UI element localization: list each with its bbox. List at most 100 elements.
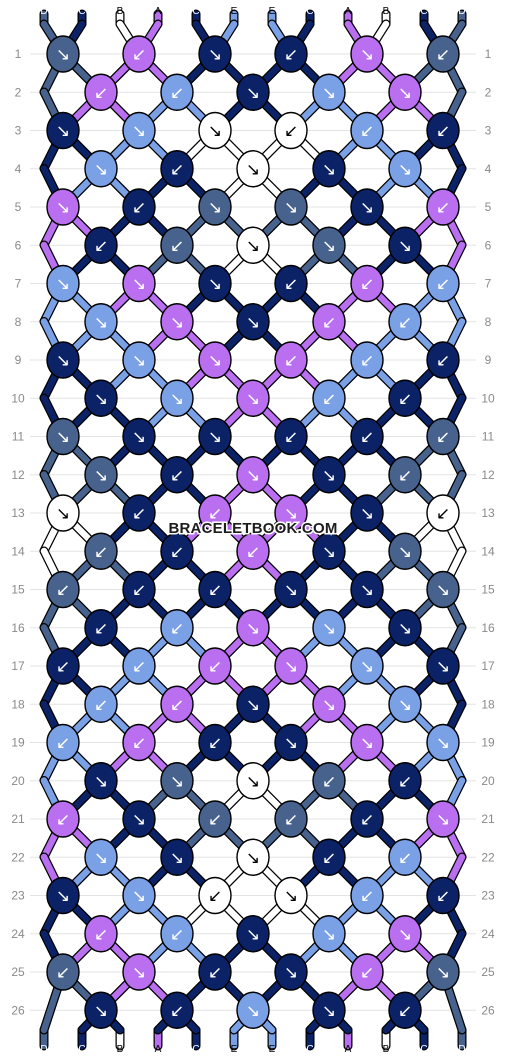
knot-oval xyxy=(198,341,232,379)
knot: ↙ xyxy=(350,800,384,838)
knot: ↘ xyxy=(350,35,384,73)
row-number-left: 9 xyxy=(15,353,22,367)
knot: ↘ xyxy=(236,456,270,494)
knot: ↘ xyxy=(122,417,156,456)
knot-oval xyxy=(236,226,270,264)
knot-direction-arrow: ↘ xyxy=(284,657,298,677)
knot-oval xyxy=(236,150,270,188)
knot-direction-arrow: ↙ xyxy=(56,963,70,983)
knot: ↙ xyxy=(350,876,384,915)
knot: ↘ xyxy=(46,341,80,379)
knot: ↙ xyxy=(46,570,80,609)
knot: ↙ xyxy=(388,762,422,800)
knot: ↙ xyxy=(122,188,156,226)
knot-oval xyxy=(388,303,422,341)
knot-oval xyxy=(426,264,460,303)
knot-direction-arrow: ↙ xyxy=(322,389,336,409)
knot-direction-arrow: ↘ xyxy=(208,428,222,448)
knot-direction-arrow: ↙ xyxy=(94,236,108,256)
knot-oval xyxy=(122,570,156,609)
knot-oval xyxy=(312,685,346,723)
knot: ↙ xyxy=(46,800,80,838)
knot-direction-arrow: ↙ xyxy=(56,581,70,601)
knot: ↙ xyxy=(84,609,118,647)
knot: ↙ xyxy=(122,723,156,762)
knot: ↙ xyxy=(84,915,118,953)
knot-direction-arrow: ↘ xyxy=(56,122,70,142)
knot: ↘ xyxy=(350,570,384,609)
knot: ↙ xyxy=(122,570,156,609)
knot: ↘ xyxy=(236,762,270,800)
bottom-strand-label: C xyxy=(192,1044,199,1055)
row-number-right: 20 xyxy=(481,774,495,788)
knot-direction-arrow: ↘ xyxy=(170,313,184,333)
knot-oval xyxy=(388,762,422,800)
knot-oval xyxy=(312,838,346,876)
knot: ↙ xyxy=(274,35,308,73)
knot: ↙ xyxy=(426,494,460,532)
knot-oval xyxy=(312,532,346,570)
knot-direction-arrow: ↘ xyxy=(246,83,260,103)
knot: ↙ xyxy=(274,800,308,838)
knot-direction-arrow: ↙ xyxy=(284,810,298,830)
knot-direction-arrow: ↙ xyxy=(398,1001,412,1021)
knot-oval xyxy=(274,800,308,838)
knot: ↘ xyxy=(46,264,80,303)
knot: ↘ xyxy=(84,150,118,188)
knot: ↘ xyxy=(426,570,460,609)
knot-oval xyxy=(236,532,270,570)
knot-oval xyxy=(84,150,118,188)
knot: ↙ xyxy=(388,303,422,341)
knot-direction-arrow: ↘ xyxy=(398,619,412,639)
knot-oval xyxy=(84,456,118,494)
knot-direction-arrow: ↙ xyxy=(208,581,222,601)
knot-oval xyxy=(388,838,422,876)
knot-oval xyxy=(350,800,384,838)
knot-oval xyxy=(198,876,232,915)
knot: ↘ xyxy=(274,494,308,532)
row-number-left: 6 xyxy=(15,238,22,252)
knot-oval xyxy=(350,647,384,685)
knot-direction-arrow: ↘ xyxy=(322,925,336,945)
knot-direction-arrow: ↘ xyxy=(246,695,260,715)
knot: ↙ xyxy=(198,647,232,685)
knot: ↘ xyxy=(426,800,460,838)
row-number-left: 17 xyxy=(11,659,25,673)
knot: ↘ xyxy=(236,609,270,647)
row-number-right: 14 xyxy=(481,544,495,558)
knot-direction-arrow: ↘ xyxy=(246,313,260,333)
knot-direction-arrow: ↘ xyxy=(398,542,412,562)
row-number-left: 8 xyxy=(15,315,22,329)
knot-oval xyxy=(388,150,422,188)
knot: ↙ xyxy=(312,762,346,800)
top-strand-label: B xyxy=(383,6,390,17)
row-number-left: 15 xyxy=(11,583,25,597)
bottom-strand-label: B xyxy=(117,1044,124,1055)
knot-direction-arrow: ↙ xyxy=(398,466,412,486)
knot-oval xyxy=(426,647,460,685)
knot-oval xyxy=(274,723,308,762)
knot-oval xyxy=(426,570,460,609)
knot-oval xyxy=(46,494,80,532)
knot: ↘ xyxy=(84,991,118,1029)
knot-direction-arrow: ↙ xyxy=(208,734,222,754)
knot-direction-arrow: ↙ xyxy=(360,887,374,907)
knot: ↘ xyxy=(236,685,270,723)
knot: ↘ xyxy=(274,570,308,609)
knot-direction-arrow: ↘ xyxy=(360,198,374,218)
knot-oval xyxy=(198,35,232,73)
knot-oval xyxy=(84,303,118,341)
knot-oval xyxy=(122,494,156,532)
knot-direction-arrow: ↙ xyxy=(284,45,298,65)
row-number-right: 26 xyxy=(481,1003,495,1017)
knot-oval xyxy=(46,417,80,456)
knot-direction-arrow: ↙ xyxy=(132,734,146,754)
knot: ↙ xyxy=(160,532,194,570)
row-number-right: 24 xyxy=(481,927,495,941)
knot: ↘ xyxy=(236,226,270,264)
knot-direction-arrow: ↙ xyxy=(436,198,450,218)
row-number-left: 7 xyxy=(15,277,22,291)
knot-direction-arrow: ↘ xyxy=(284,198,298,218)
knot: ↙ xyxy=(160,685,194,723)
